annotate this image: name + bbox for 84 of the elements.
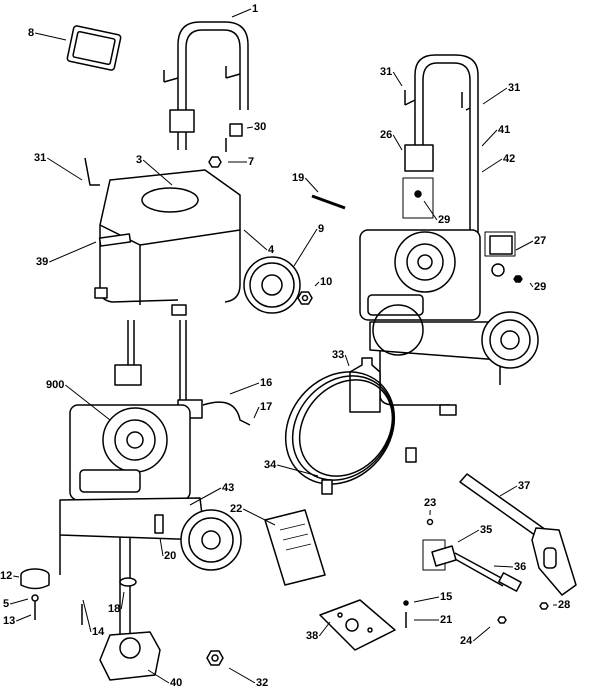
callout-number: 14 <box>92 626 104 638</box>
leader-line <box>160 538 164 556</box>
callout-number: 21 <box>440 614 452 626</box>
callout-number: 12 <box>0 570 12 582</box>
callout-number: 13 <box>3 615 16 627</box>
leader-line <box>458 530 480 542</box>
callout-number: 4 <box>268 244 274 256</box>
leader-line <box>314 282 320 286</box>
leader-line <box>392 134 402 150</box>
callout-number: 16 <box>260 377 272 389</box>
leader-line <box>424 200 438 220</box>
callout-number: 26 <box>380 129 392 141</box>
callout-number: 34 <box>264 459 276 471</box>
leader-line <box>500 486 518 496</box>
leader-line <box>16 614 32 622</box>
leader-line <box>82 600 92 632</box>
leader-line <box>46 158 82 180</box>
leader-line <box>430 510 431 516</box>
leader-line <box>148 670 170 684</box>
callout-number: 27 <box>534 235 546 247</box>
callout-number: 40 <box>170 677 182 689</box>
callout-number: 35 <box>480 524 492 536</box>
leader-line <box>414 596 440 602</box>
leader-line <box>142 160 172 186</box>
callout-number: 22 <box>230 503 242 515</box>
leader-line <box>228 668 256 684</box>
leader-line <box>10 598 28 604</box>
leader-line <box>120 592 124 610</box>
callout-number: 30 <box>254 121 266 133</box>
leader-line <box>244 230 268 250</box>
leader-line <box>190 488 222 506</box>
leader-line <box>472 626 490 642</box>
callout-number: 37 <box>518 480 530 492</box>
leader-line <box>494 566 514 568</box>
leader-line <box>482 130 498 146</box>
callout-number: 28 <box>558 599 570 611</box>
callout-number: 20 <box>164 550 176 562</box>
callout-number: 1 <box>252 3 258 15</box>
callout-number: 41 <box>498 124 510 136</box>
callout-number: 39 <box>36 256 48 268</box>
leader-line <box>34 32 66 40</box>
callout-number: 31 <box>380 66 392 78</box>
leader-line <box>254 406 260 418</box>
leader-line <box>276 464 318 476</box>
leader-line <box>48 242 96 262</box>
leader-line <box>242 508 276 526</box>
callout-number: 31 <box>34 152 46 164</box>
callout-number: 42 <box>503 153 516 165</box>
leader-line <box>294 228 318 266</box>
callout-number: 17 <box>260 401 272 413</box>
callout-number: 31 <box>508 82 520 94</box>
leader-line <box>230 382 260 394</box>
callout-number: 36 <box>514 561 526 573</box>
leader-line <box>392 72 402 86</box>
leader-line <box>232 8 252 18</box>
callout-number: 3 <box>136 154 142 166</box>
callout-number: 7 <box>248 156 254 168</box>
callout-number: 24 <box>460 635 472 647</box>
callout-number: 18 <box>108 603 120 615</box>
callout-number: 5 <box>3 598 10 610</box>
callout-number: 19 <box>292 172 304 184</box>
callout-number: 15 <box>440 591 452 603</box>
callout-number: 9 <box>318 223 324 235</box>
leader-line <box>64 384 110 420</box>
leader-line <box>516 240 534 250</box>
leader-line <box>344 354 350 366</box>
callout-number: 10 <box>320 276 332 288</box>
callout-number: 900 <box>46 379 64 391</box>
leader-line <box>482 158 502 172</box>
leader-line <box>530 282 534 288</box>
leader-line <box>552 604 558 606</box>
callout-number: 43 <box>222 482 234 494</box>
callout-number: 33 <box>332 349 344 361</box>
callout-number: 29 <box>438 214 450 226</box>
callout-number: 38 <box>306 630 318 642</box>
callout-number: 8 <box>28 27 34 39</box>
callout-number: 23 <box>424 497 436 509</box>
callout-number: 29 <box>534 281 546 293</box>
leader-line <box>318 622 330 636</box>
leader-line <box>482 88 508 104</box>
callout-number: 32 <box>256 677 268 689</box>
leader-line <box>12 576 20 578</box>
leader-line <box>304 178 318 192</box>
leader-line <box>246 126 254 128</box>
